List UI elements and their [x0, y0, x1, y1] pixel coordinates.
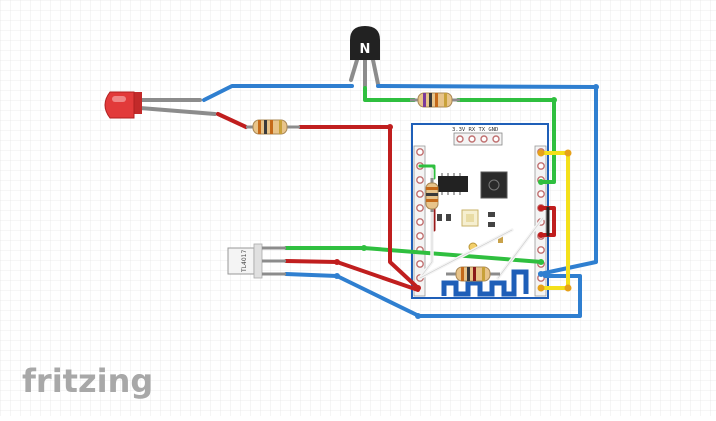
transistor-leg-1[interactable]: [349, 58, 359, 82]
top-pin-header: [453, 132, 503, 146]
led-icon: [104, 91, 135, 119]
transistor-symbol: N: [360, 42, 371, 57]
board-pin-header-label: 3.3V RX TX GND: [452, 127, 498, 133]
transistor-leg-3[interactable]: [371, 58, 380, 86]
wire-blue-sensor-board[interactable]: [284, 272, 582, 318]
app-logo: fritzing: [22, 362, 153, 400]
flash-chip-pins: [441, 173, 461, 195]
resistor-1[interactable]: [246, 119, 300, 135]
wire-blue-led-transistor[interactable]: [202, 84, 354, 102]
wire-red-led-resistor[interactable]: [216, 112, 248, 129]
wires: [138, 58, 599, 319]
flash-chip: [438, 176, 468, 192]
chip-logo-icon: [488, 179, 500, 191]
resistor-2[interactable]: [410, 92, 460, 108]
wire-led-lead-2[interactable]: [138, 106, 217, 116]
wifi-soc-chip: [480, 171, 508, 199]
wire-endpoints: [334, 84, 599, 319]
wire-yellow[interactable]: [539, 151, 570, 290]
transistor[interactable]: N: [350, 26, 380, 60]
wire-green-transistor-resistor[interactable]: [363, 86, 416, 102]
resistor-4[interactable]: [425, 178, 439, 212]
transistor-icon: [350, 26, 380, 60]
wire-green-resistor-board[interactable]: [456, 98, 556, 184]
sensor-label: TL4017: [241, 250, 248, 273]
led[interactable]: [104, 91, 142, 119]
temperature-sensor[interactable]: TL4017: [227, 243, 286, 279]
pcb-antenna: [441, 269, 529, 297]
resistor-3[interactable]: [446, 266, 500, 282]
wire-red-resistor-board[interactable]: [298, 125, 420, 290]
wire-green-short[interactable]: [418, 164, 436, 180]
